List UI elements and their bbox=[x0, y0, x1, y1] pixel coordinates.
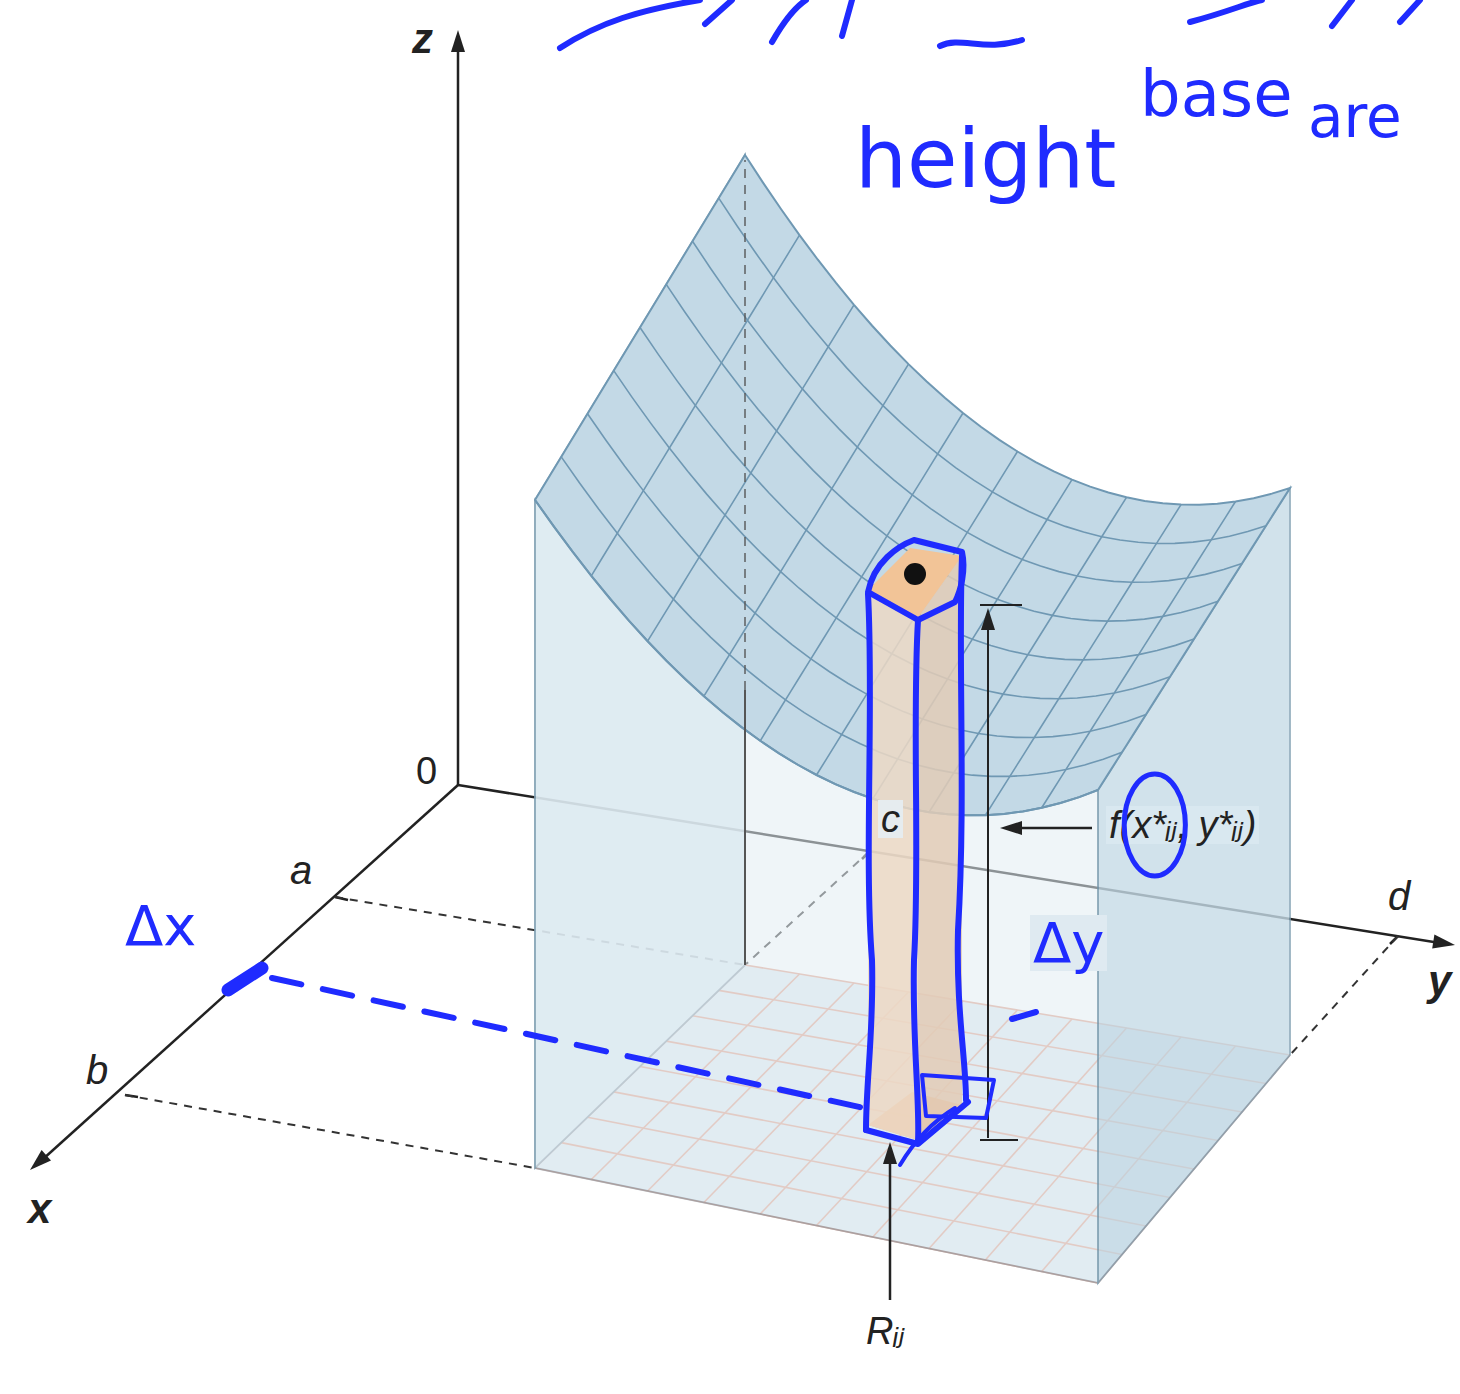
handwritten-note: Δy bbox=[1030, 915, 1107, 971]
overlay-lines bbox=[228, 0, 1420, 1300]
x-axis bbox=[42, 785, 458, 1160]
bound-label: b bbox=[86, 1050, 108, 1090]
dimension-tick bbox=[980, 1139, 1018, 1141]
arrow-head bbox=[883, 1142, 897, 1164]
handwritten-circle bbox=[1124, 774, 1185, 876]
surface-grid-line bbox=[985, 505, 1181, 816]
handwritten-note: are bbox=[1308, 88, 1402, 146]
z-axis bbox=[457, 45, 460, 785]
surface-grid-line bbox=[640, 328, 1194, 660]
area-element bbox=[922, 1075, 994, 1118]
surface-grid-line bbox=[648, 305, 854, 641]
dimension-line bbox=[987, 612, 989, 1138]
column-face bbox=[868, 590, 918, 1140]
handwritten-stroke bbox=[1332, 0, 1352, 26]
sample-point bbox=[904, 563, 926, 585]
handwritten-stroke bbox=[1400, 0, 1420, 22]
axis-label: x bbox=[28, 1188, 51, 1230]
bound-label: d bbox=[1388, 876, 1410, 916]
handwritten-stroke bbox=[940, 40, 1022, 46]
column-outline bbox=[958, 556, 966, 1100]
handwritten-stroke bbox=[842, 0, 852, 36]
surface-grid-line bbox=[666, 284, 1218, 621]
column-outline bbox=[914, 620, 919, 1142]
arrow-head bbox=[981, 608, 995, 630]
handwritten-note: height bbox=[855, 118, 1116, 200]
column-face bbox=[918, 556, 962, 1140]
hidden-edge bbox=[744, 160, 746, 690]
handwritten-marks bbox=[228, 0, 1420, 1165]
corner-edge bbox=[744, 690, 746, 965]
column-outline bbox=[866, 594, 872, 1130]
bound-label: a bbox=[290, 850, 312, 890]
handwritten-stroke bbox=[1012, 1012, 1036, 1019]
handwritten-stroke bbox=[900, 1108, 955, 1165]
front-wall bbox=[535, 500, 1098, 1283]
leader-line bbox=[1012, 827, 1092, 830]
handwritten-stroke bbox=[772, 0, 806, 42]
subrectangle-label: Rᵢⱼ bbox=[866, 1312, 905, 1350]
handwritten-note: base bbox=[1140, 62, 1293, 126]
arrow-head bbox=[1000, 821, 1022, 835]
leader-line bbox=[889, 1158, 892, 1300]
handwritten-stroke bbox=[705, 0, 732, 24]
bound-label: c bbox=[878, 800, 903, 838]
axis-label: y bbox=[1428, 960, 1451, 1002]
axis-label: z bbox=[412, 18, 433, 60]
surface-edge bbox=[535, 500, 1098, 815]
delta-x-mark bbox=[228, 968, 262, 990]
column-outline bbox=[868, 540, 963, 620]
side-walls bbox=[535, 155, 1290, 1283]
arrow-head bbox=[451, 30, 465, 52]
surface-grid-line bbox=[1042, 502, 1236, 808]
dashed-guide bbox=[125, 1095, 535, 1168]
handwritten-note: Δx bbox=[125, 898, 196, 954]
origin-label: 0 bbox=[416, 752, 437, 790]
front-wall-face bbox=[535, 500, 1098, 1283]
surface-grid-line bbox=[591, 235, 799, 576]
arrow-head bbox=[30, 1150, 51, 1170]
height-label: f(x*ᵢⱼ, y*ᵢⱼ) bbox=[1106, 806, 1259, 844]
arrow-head bbox=[1432, 935, 1455, 949]
handwritten-stroke bbox=[560, 0, 700, 48]
dashed-projection bbox=[272, 978, 864, 1108]
dimension-tick bbox=[980, 604, 1022, 606]
dashed-guide bbox=[1290, 936, 1398, 1055]
handwritten-stroke bbox=[1190, 0, 1262, 22]
